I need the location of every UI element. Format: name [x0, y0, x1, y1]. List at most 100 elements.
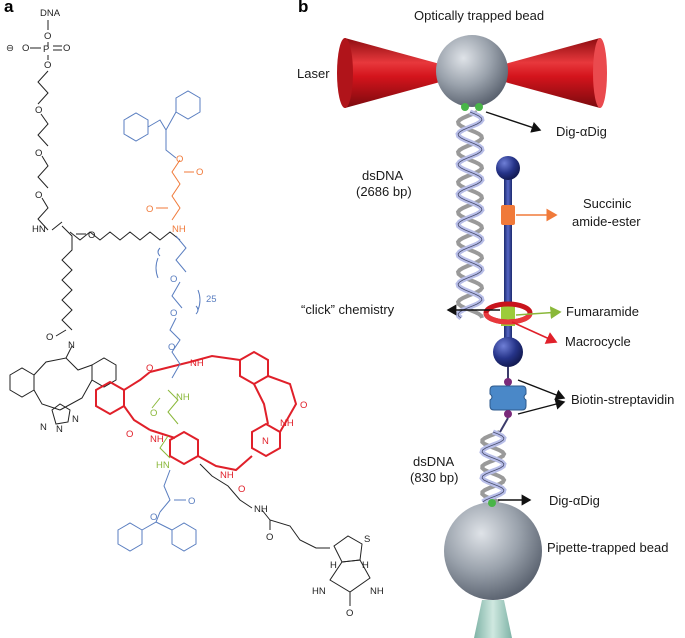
dna-strand-back	[455, 110, 485, 319]
macrocycle-nh-3: NH	[280, 418, 294, 429]
biotin-sulfur: S	[364, 534, 370, 545]
label-succinic-line2: amide-ester	[572, 214, 641, 229]
phosphorus-atom: P	[43, 44, 49, 55]
amide-hn-black: HN	[32, 224, 46, 235]
panel-b-letter: b	[298, 0, 309, 16]
blue-thread-top	[123, 90, 201, 159]
pipette	[474, 600, 512, 638]
panel-a-letter: a	[4, 0, 14, 16]
label-laser: Laser	[297, 66, 330, 81]
amide-oxygen-top: O	[88, 230, 95, 241]
biotin-linker	[199, 463, 371, 606]
label-biotin-streptavidin: Biotin-streptavidin	[571, 392, 675, 407]
label-succinic-line1: Succinic	[583, 196, 632, 211]
red-macrocycle	[95, 350, 298, 472]
peg-oxygen-3: O	[35, 190, 42, 201]
fumaramide-oxygen: O	[150, 408, 157, 419]
blue-peg-oxygen-2: O	[170, 308, 177, 319]
biotin-oxygen: O	[346, 608, 353, 619]
streptavidin-shape	[489, 385, 527, 411]
peg-oxygen-2: O	[35, 148, 42, 159]
dibo-triazole-rings	[9, 345, 117, 425]
biotin-nh: NH	[370, 586, 384, 597]
succinic-oxygen-2: O	[146, 204, 153, 215]
triazole-nitrogen-3: N	[72, 414, 79, 425]
label-dsdna-bottom-name: dsDNA	[413, 454, 455, 469]
laser-beam	[337, 38, 607, 108]
phosphate-oxygen: O	[44, 31, 51, 42]
succinic-amide-ester-block	[501, 205, 515, 225]
phosphate-charge: ⊖	[6, 43, 14, 54]
macrocycle-oxygen-1: O	[146, 363, 153, 374]
macrocycle-oxygen-4: O	[238, 484, 245, 495]
fumaramide-hn: HN	[156, 460, 170, 471]
blue-thread-bottom	[117, 469, 197, 552]
biotin-h-1: H	[330, 560, 337, 571]
biotin-dot-bottom	[504, 410, 512, 418]
orange-succinic-linker	[156, 159, 194, 221]
dsdna-helix-top	[455, 109, 485, 320]
label-pipette-trapped-bead: Pipette-trapped bead	[547, 540, 669, 555]
macrocycle-nh-2: NH	[150, 434, 164, 445]
blue-peg-oxygen-3: O	[168, 342, 175, 353]
triazole-nitrogen-1: N	[40, 422, 47, 433]
arrow-fumaramide	[515, 306, 562, 320]
green-fumaramide	[151, 389, 179, 459]
bottom-ester-oxygen: O	[150, 512, 157, 523]
phosphate-group: DNA O ⊖ O P O O	[6, 8, 70, 71]
biotin-dot-top	[504, 378, 512, 386]
label-fumaramide: Fumaramide	[566, 304, 639, 319]
octanoyl-chain	[55, 225, 86, 337]
dibo-nitrogen: N	[68, 340, 75, 351]
phosphate-oxygen-left: O	[22, 43, 29, 54]
biotin-hn: HN	[312, 586, 326, 597]
panel-b-schematic	[337, 35, 607, 638]
label-click-chemistry: “click” chemistry	[301, 302, 395, 317]
succinic-oxygen-1: O	[196, 167, 203, 178]
label-dig-bottom: Dig-αDig	[549, 493, 600, 508]
biotin-amide-oxygen: O	[266, 532, 273, 543]
dig-green-dot-top-2	[475, 103, 483, 111]
pipette-trapped-bead	[444, 502, 542, 600]
peg-oxygen-1: O	[35, 105, 42, 116]
rotaxane-axle	[504, 170, 512, 346]
dna-strand-back	[480, 430, 507, 504]
laser-left-end	[337, 38, 353, 108]
label-macrocycle: Macrocycle	[565, 334, 631, 349]
dig-green-dot-bottom	[488, 499, 496, 507]
arrow-biotin-bottom	[517, 398, 566, 415]
phosphate-oxygen-double: O	[63, 43, 70, 54]
macrocycle-nh-4: NH	[220, 470, 234, 481]
dna-strand-outline	[457, 111, 483, 319]
arrow-dig-top	[485, 111, 542, 133]
peg-linker-black	[37, 70, 181, 241]
macrocycle-oxygen-3: O	[300, 400, 307, 411]
label-dsdna-bottom-length: (830 bp)	[410, 470, 459, 485]
phosphate-oxygen-bottom: O	[44, 60, 51, 71]
label-dsdna-top-name: dsDNA	[362, 168, 404, 183]
blue-peg-oxygen-1: O	[170, 274, 177, 285]
dna-atom-label: DNA	[40, 8, 61, 19]
succinic-oxygen-ester: O	[176, 154, 183, 165]
bottom-carbonyl-oxygen: O	[188, 496, 195, 507]
laser-left-cone	[345, 38, 440, 108]
macrocycle-ring	[483, 301, 533, 325]
axle-stopper-bottom	[493, 337, 523, 367]
arrow-biotin-top	[517, 379, 566, 401]
arrow-macrocycle	[511, 321, 558, 344]
fumaramide-nh: NH	[176, 392, 190, 403]
peg-repeat-count: 25	[206, 294, 217, 305]
peg-oxygens: O O O HN	[32, 105, 46, 235]
carbonyl-oxygen-dibo: O	[46, 332, 53, 343]
dig-green-dot-top-1	[461, 103, 469, 111]
panel-a-structure: DNA O ⊖ O P O O O O O HN	[6, 8, 384, 619]
laser-right-cone	[505, 38, 600, 108]
laser-right-end	[593, 38, 607, 108]
blue-peg-chain	[155, 235, 201, 379]
label-dsdna-top-length: (2686 bp)	[356, 184, 412, 199]
succinic-nh: NH	[172, 224, 186, 235]
biotin-amide-nh: NH	[254, 504, 268, 515]
biotin-h-2: H	[362, 560, 369, 571]
macrocycle-oxygen-2: O	[126, 429, 133, 440]
